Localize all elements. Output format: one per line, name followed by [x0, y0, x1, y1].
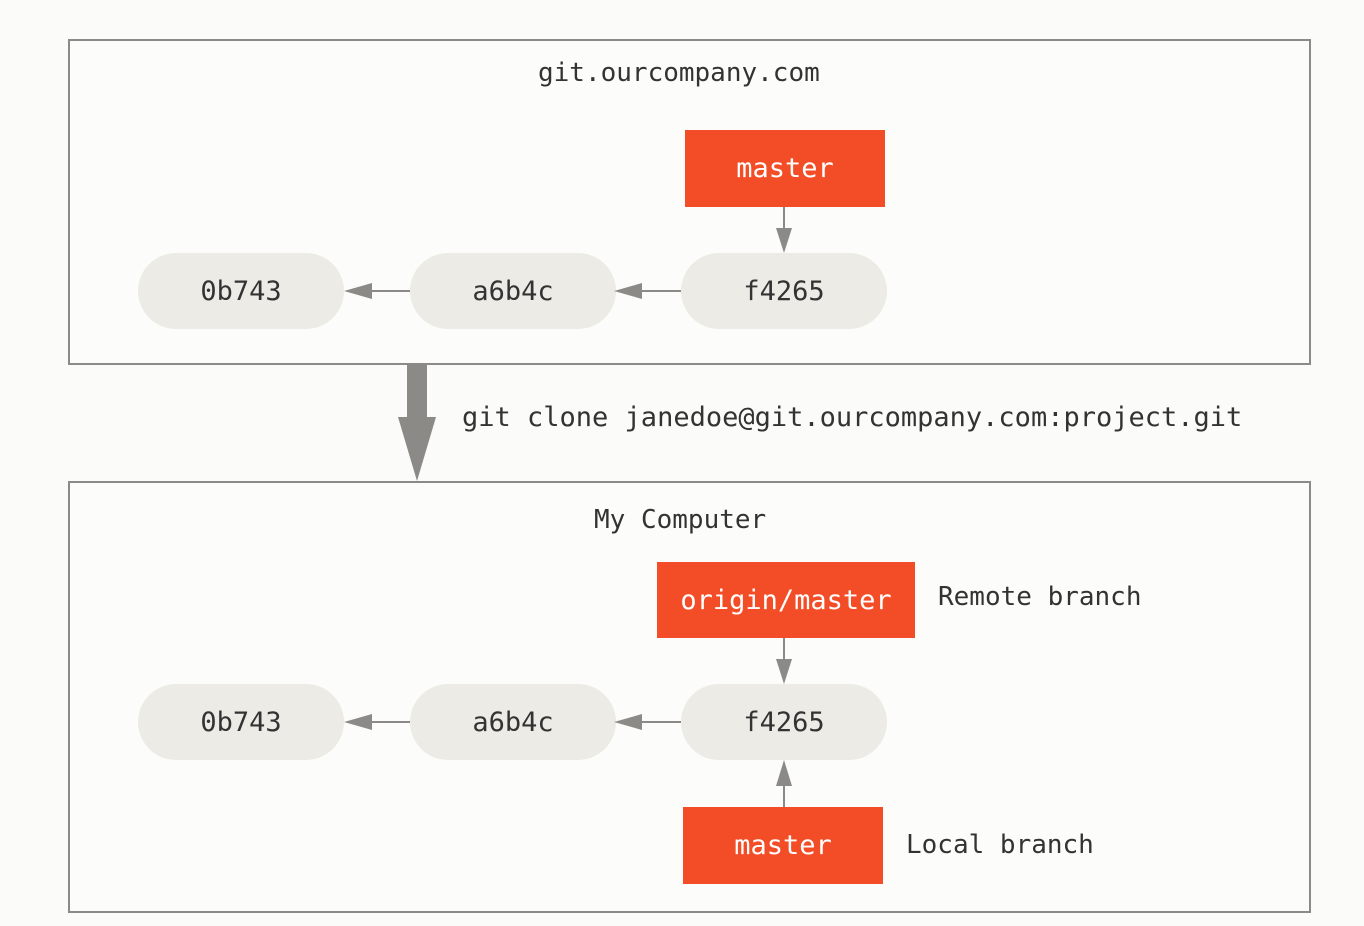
remote-master-branch: master — [685, 130, 885, 207]
remote-repository-title: git.ourcompany.com — [538, 58, 820, 88]
remote-commit-f4265: f4265 — [681, 253, 887, 329]
remote-commit-a6b4c: a6b4c — [410, 253, 616, 329]
local-commit-0b743: 0b743 — [138, 684, 344, 760]
remote-branch-note: Remote branch — [938, 582, 1142, 612]
clone-arrow — [398, 365, 436, 481]
local-master-branch: master — [683, 807, 883, 884]
clone-command: git clone janedoe@git.ourcompany.com:pro… — [462, 402, 1243, 433]
local-branch-note: Local branch — [906, 830, 1094, 860]
local-commit-a6b4c: a6b4c — [410, 684, 616, 760]
origin-master-branch: origin/master — [657, 562, 915, 638]
remote-commit-0b743: 0b743 — [138, 253, 344, 329]
local-repository-title: My Computer — [594, 505, 767, 535]
local-commit-f4265: f4265 — [681, 684, 887, 760]
